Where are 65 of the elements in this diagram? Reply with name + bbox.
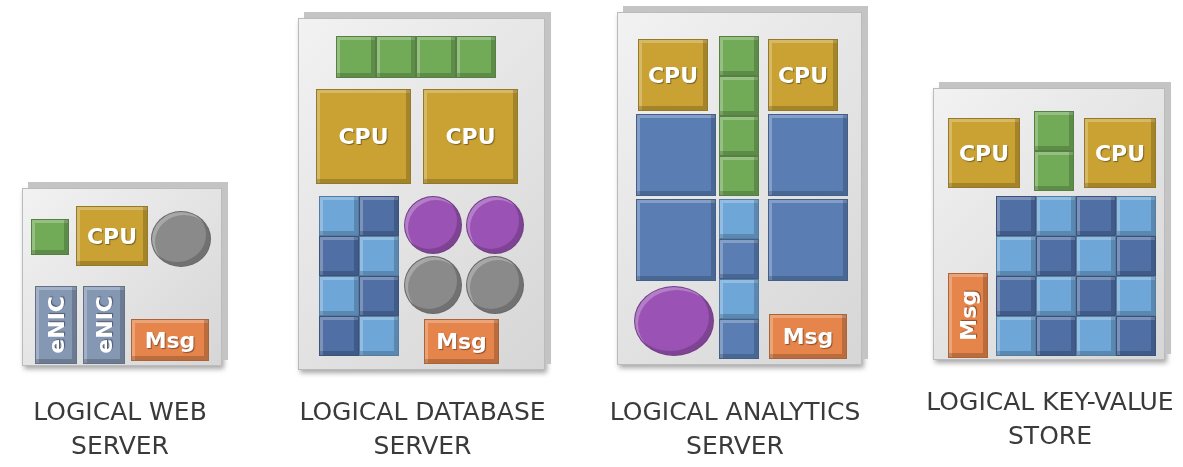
cube-block bbox=[1116, 316, 1156, 356]
cube-block bbox=[719, 199, 759, 239]
component-block: CPU bbox=[638, 39, 708, 111]
cube-block bbox=[1116, 276, 1156, 316]
cube-block bbox=[719, 76, 759, 116]
disk-icon bbox=[466, 196, 524, 254]
component-block: CPU bbox=[76, 206, 148, 266]
component-block: CPU bbox=[1084, 118, 1156, 188]
cube-block bbox=[1036, 196, 1076, 236]
cube-block bbox=[719, 36, 759, 76]
cube-block bbox=[719, 279, 759, 319]
cube-block bbox=[1036, 316, 1076, 356]
disk-icon bbox=[404, 196, 462, 254]
cube-block bbox=[319, 196, 359, 236]
cube-block bbox=[719, 116, 759, 156]
cube-block bbox=[376, 36, 416, 78]
cube-block bbox=[456, 36, 496, 78]
disk-icon bbox=[466, 256, 524, 314]
component-block: CPU bbox=[768, 39, 838, 111]
cube-block bbox=[1116, 236, 1156, 276]
cube-block bbox=[319, 316, 359, 356]
server-caption: LOGICAL KEY-VALUE STORE bbox=[925, 386, 1175, 452]
cube-block bbox=[1036, 276, 1076, 316]
component-block: Msg bbox=[769, 314, 847, 359]
component-block: CPU bbox=[948, 118, 1020, 188]
cube-block bbox=[1034, 111, 1074, 151]
cube-block bbox=[719, 156, 759, 196]
disk-icon bbox=[151, 211, 211, 267]
cube-block bbox=[996, 316, 1036, 356]
cube-block bbox=[768, 199, 848, 281]
component-block: CPU bbox=[423, 89, 518, 184]
cube-block bbox=[416, 36, 456, 78]
cube-block bbox=[1116, 196, 1156, 236]
cube-block bbox=[636, 114, 716, 196]
cube-block bbox=[1076, 236, 1116, 276]
disk-icon bbox=[404, 256, 462, 314]
cube-block bbox=[1076, 316, 1116, 356]
cube-block bbox=[319, 236, 359, 276]
cube-block bbox=[1034, 151, 1074, 191]
cube-block bbox=[996, 196, 1036, 236]
cube-block bbox=[996, 236, 1036, 276]
cube-block bbox=[636, 199, 716, 281]
component-block: eNIC bbox=[83, 286, 125, 364]
cube-block bbox=[31, 219, 69, 255]
cube-block bbox=[1036, 236, 1076, 276]
component-block: Msg bbox=[424, 319, 499, 364]
cube-block bbox=[359, 276, 399, 316]
component-block: Msg bbox=[131, 319, 209, 361]
cube-block bbox=[359, 236, 399, 276]
cube-block bbox=[1076, 276, 1116, 316]
cube-block bbox=[719, 319, 759, 359]
cube-block bbox=[359, 196, 399, 236]
cube-block bbox=[719, 239, 759, 279]
cube-block bbox=[996, 276, 1036, 316]
component-block: CPU bbox=[316, 89, 411, 184]
component-block: Msg bbox=[948, 273, 988, 358]
server-caption: LOGICAL WEB SERVER bbox=[32, 396, 208, 462]
cube-block bbox=[359, 316, 399, 356]
cube-block bbox=[319, 276, 359, 316]
cube-block bbox=[1076, 196, 1116, 236]
cube-block bbox=[768, 114, 848, 196]
component-block: eNIC bbox=[35, 286, 77, 364]
server-caption: LOGICAL ANALYTICS SERVER bbox=[608, 396, 862, 462]
server-caption: LOGICAL DATABASE SERVER bbox=[298, 396, 547, 462]
cube-block bbox=[336, 36, 376, 78]
